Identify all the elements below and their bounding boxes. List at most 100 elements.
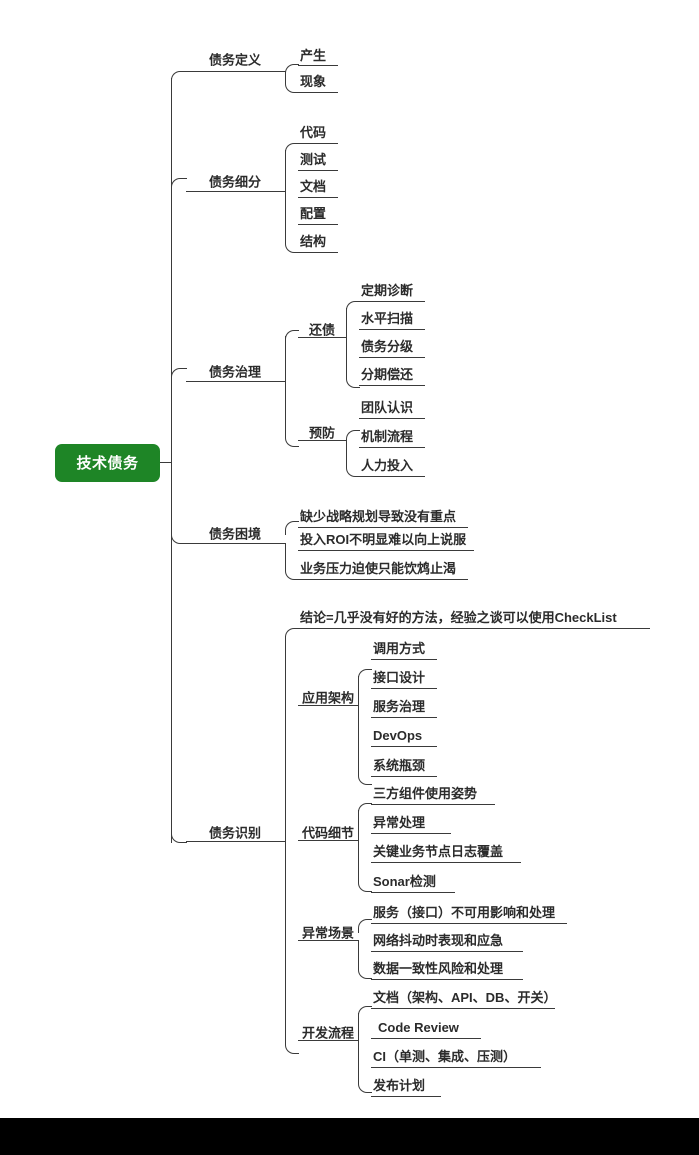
sub-label-5-2[interactable]: 代码细节 [301,825,355,841]
sub-label-3-1[interactable]: 还债 [308,322,336,338]
leaf-bracket-bot-5-4 [358,1040,372,1093]
leaf-bracket-top-5-4 [358,1006,372,1020]
leaf-underline [371,804,495,806]
sub-line-5-3 [298,940,358,942]
branch-label-1[interactable]: 债务定义 [208,52,262,68]
leaf-bracket-bot-2 [285,191,299,253]
leaf-label[interactable]: 定期诊断 [361,283,414,298]
leaf-bracket-bot-4 [285,543,299,580]
branch-elbow-1 [171,71,187,85]
leaf-label[interactable]: 数据一致性风险和处理 [373,961,504,976]
leaf-underline [298,197,338,199]
leaf-underline [371,1038,481,1040]
leaf-label[interactable]: 团队认识 [361,400,414,415]
leaf-underline [359,385,425,387]
leaf-label[interactable]: 关键业务节点日志覆盖 [373,844,504,859]
branch-line-3 [186,381,285,383]
sub-bracket-bot-5 [285,841,299,1054]
leaf-underline [371,923,567,925]
leaf-underline [298,224,338,226]
sub-label-5-4[interactable]: 开发流程 [301,1025,355,1041]
leaf-bracket-bot-3-1 [346,337,360,388]
sub-bracket-top-3 [285,330,299,344]
leaf-underline [359,476,425,478]
leaf-underline [298,579,468,581]
leaf-underline [298,527,468,529]
leaf-bracket-bot-5-1 [358,705,372,785]
leaf-label[interactable]: 三方组件使用姿势 [373,786,478,801]
leaf-label[interactable]: Code Review [378,1020,459,1035]
branch-label-2[interactable]: 债务细分 [208,174,262,190]
leaf-label[interactable]: 业务压力迫使只能饮鸩止渴 [300,561,457,576]
leaf-label[interactable]: 缺少战略规划导致没有重点 [300,509,457,524]
leaf-underline [371,833,451,835]
leaf-label[interactable]: 文档 [300,179,327,194]
leaf-label[interactable]: 测试 [300,152,327,167]
root-node[interactable]: 技术债务 [55,444,160,482]
leaf-underline [371,951,523,953]
leaf-underline [371,1067,541,1069]
main-trunk [171,78,173,843]
leaf-label[interactable]: 产生 [300,48,327,63]
sub-line-5-1 [298,705,358,707]
leaf-underline [371,659,437,661]
branch-elbow-5 [171,829,187,843]
leaf-label[interactable]: 网络抖动时表现和应急 [373,933,504,948]
branch-line-5 [186,841,285,843]
root-connector [160,462,172,464]
leaf-label[interactable]: CI（单测、集成、压测） [373,1049,517,1064]
leaf-label[interactable]: 代码 [300,125,327,140]
leaf-underline [298,65,338,67]
branch-note-underline-5 [298,628,650,630]
leaf-bracket-spine-5-2 [358,810,360,843]
leaf-label[interactable]: 异常处理 [373,815,426,830]
leaf-label[interactable]: 接口设计 [373,670,426,685]
leaf-bracket-spine-5-4 [358,1013,360,1044]
leaf-label[interactable]: 现象 [300,74,327,89]
leaf-underline [359,301,425,303]
sub-line-3-2 [298,440,346,442]
sub-label-3-2[interactable]: 预防 [308,425,336,441]
sub-label-5-1[interactable]: 应用架构 [301,690,355,706]
sub-bracket-top-5 [285,628,299,644]
leaf-label[interactable]: 调用方式 [373,641,426,656]
leaf-label[interactable]: 发布计划 [373,1078,426,1093]
branch-label-5[interactable]: 债务识别 [208,825,262,841]
leaf-label[interactable]: DevOps [373,728,423,743]
branch-note-5[interactable]: 结论=几乎没有好的方法，经验之谈可以使用CheckList [300,610,617,625]
sub-line-3-1 [298,337,346,339]
leaf-bracket-bot-3-2 [346,440,360,477]
leaf-bracket-spine-5-1 [358,676,360,709]
leaf-underline [371,1096,441,1098]
leaf-underline [298,92,338,94]
root-node-label: 技术债务 [76,454,139,472]
leaf-bracket-spine-2 [285,150,287,195]
leaf-label[interactable]: 服务（接口）不可用影响和处理 [373,905,556,920]
leaf-underline [371,688,437,690]
leaf-label[interactable]: 服务治理 [373,699,426,714]
leaf-label[interactable]: 结构 [300,234,327,249]
leaf-label[interactable]: 文档（架构、API、DB、开关） [373,990,557,1005]
branch-label-3[interactable]: 债务治理 [208,364,262,380]
leaf-label[interactable]: 分期偿还 [361,367,414,382]
footer-bar [0,1118,699,1155]
sub-bracket-spine-3 [285,336,287,386]
leaf-label[interactable]: 配置 [300,206,327,221]
leaf-label[interactable]: Sonar检测 [373,874,436,889]
leaf-label[interactable]: 投入ROI不明显难以向上说服 [300,532,467,547]
leaf-label[interactable]: 人力投入 [361,458,414,473]
sub-line-5-2 [298,840,358,842]
branch-label-4[interactable]: 债务困境 [208,526,262,542]
leaf-label[interactable]: 水平扫描 [361,311,414,326]
leaf-label[interactable]: 机制流程 [361,429,414,444]
leaf-label[interactable]: 债务分级 [361,339,414,354]
sub-label-5-3[interactable]: 异常场景 [301,925,355,941]
sub-bracket-spine-5 [285,636,287,846]
leaf-label[interactable]: 系统瓶颈 [373,758,426,773]
leaf-bracket-bot-5-2 [358,840,372,892]
leaf-underline [359,418,425,420]
leaf-bracket-top-2 [285,143,299,157]
leaf-underline [371,1008,555,1010]
leaf-underline [359,329,425,331]
